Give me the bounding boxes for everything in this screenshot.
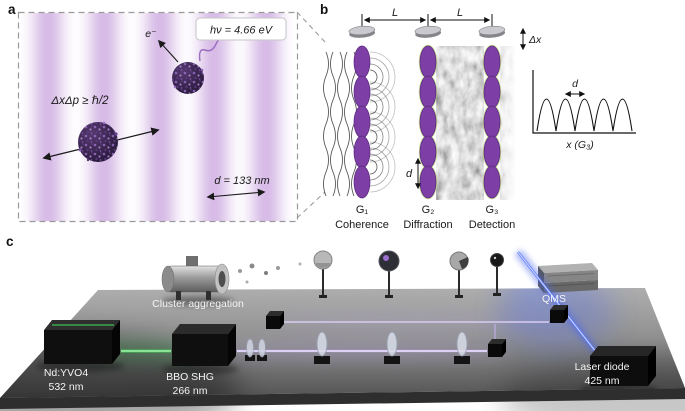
photon-energy-label: hν = 4.66 eV [210,25,274,37]
shg-name: BBO SHG [166,371,214,383]
talbot-carpet [436,46,484,200]
panel-a-figure: ΔxΔp ≥ ℏ/2 e⁻ hν = 4.66 eV d = 133 nm [17,11,299,223]
grating-period-label: d = 133 nm [214,175,269,187]
retro-mirror-discs [348,25,506,38]
inset-x-axis-label: x (G₃) [565,139,594,151]
diffraction-arcs [369,51,396,193]
mirror-cube-front [488,339,506,357]
dashed-zoom-box [17,11,299,223]
qms-label: QMS [542,293,566,305]
g2-name: G₂ [422,204,435,216]
panel-c-label: c [6,234,14,249]
pump-laser-box [44,320,120,364]
g3-name: G₃ [485,204,498,216]
grating-g1 [353,45,371,199]
cluster-beam-particles [238,262,302,284]
g2-role: Diffraction [403,219,452,231]
period-d-label: d [406,168,413,180]
grating-disc-icon [378,250,400,272]
fringe-curve [536,98,633,132]
laser-diode-box [590,346,656,386]
photon-energy-box [195,17,287,41]
panel-b-figure: L L Δx d G₁ Coherence G₂ Diffraction G₃ … [323,7,636,231]
cluster-aggregation-label: Cluster aggregation [152,298,244,310]
standing-light-wave-stripes [35,13,279,221]
arm-length-right-label: L [457,7,463,19]
arm-length-left-label: L [392,7,398,19]
detector-disc-icon [490,253,504,267]
laser-diode-name: Laser diode [575,361,630,373]
mirror-cube-right [550,305,568,323]
electron-label: e⁻ [145,28,156,40]
shg-crystal-box [172,324,236,366]
cluster-sphere-trapped [78,121,118,162]
matter-wavefronts [323,51,357,197]
mirror-cube-left [266,311,284,329]
cluster-sphere-ionized [172,62,204,94]
uncertainty-relation: ΔxΔp ≥ ℏ/2 [50,95,109,107]
panel-a-label: a [8,2,16,17]
grating-period-arrow [206,188,266,201]
cluster-aggregation-source [161,256,230,300]
beam-blue-425 [514,249,600,355]
fringe-inset: d x (G₃) [532,70,636,151]
g1-role: Coherence [335,219,389,231]
panel-b-label: b [320,2,329,17]
arm-length-arrows [361,14,493,26]
lens-assemblies [245,331,470,364]
electron-arrow [157,39,179,63]
panel-connector [296,11,326,219]
g3-role: Detection [469,219,515,231]
optic-mounts [313,250,504,298]
g1-name: G₁ [356,204,369,216]
grating-g3 [483,45,501,199]
panel-c-figure: Cluster aggregation QMS Nd:YVO4 532 nm B… [0,249,685,411]
pump-laser-wavelength: 532 nm [48,381,83,393]
delta-x-label: Δx [528,34,542,46]
inset-period-label: d [572,78,579,90]
carpet-fade [500,46,516,200]
laser-diode-wavelength: 425 nm [584,375,619,387]
pump-laser-name: Nd:YVO4 [44,367,89,379]
shg-wavelength: 266 nm [172,385,207,397]
grating-g2 [419,45,437,199]
table-front-edge [0,388,685,409]
